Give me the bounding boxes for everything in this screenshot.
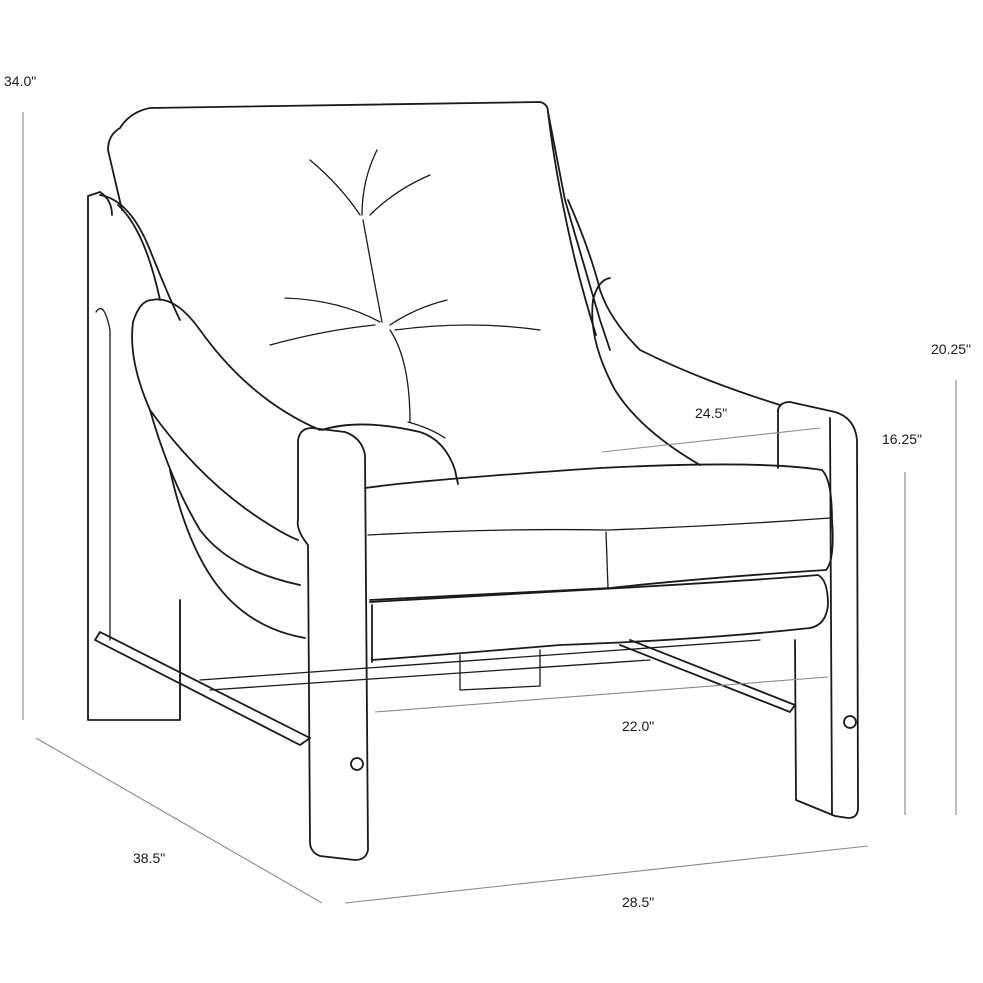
left-rear-leg [87,191,181,721]
left-rear-leg-notch [95,307,111,641]
under-seat-rail-2 [209,659,651,691]
right-rear-post [777,401,859,819]
under-seat-bracket [459,649,541,691]
overall-depth-line [35,737,323,904]
left-sling [99,194,181,321]
right-arm-pad [567,199,781,406]
back-cushion-left-edge [547,111,597,336]
left-arm-pad-lower [149,409,301,586]
seat-depth-line [374,676,829,713]
front-stretcher [94,631,311,746]
under-seat-rail [199,639,761,681]
seat-cushion-seam [605,531,609,589]
dimension-labels: 34.0" 20.25" 16.25" 24.5" 22.0" 38.5" 28… [4,73,971,910]
seat-width-line [601,427,821,453]
overall-width-line [344,845,869,904]
overall-height-label: 34.0" [4,73,36,89]
left-sling-inner [117,204,161,301]
left-arm-pad [131,298,321,541]
dimension-lines [22,112,957,904]
back-tufting [269,149,541,439]
left-front-bolt [350,757,364,771]
right-rear-bolt [843,715,857,729]
right-front-post-face [829,417,833,816]
rear-stretcher [619,639,796,713]
left-sling-bottom [169,469,306,639]
overall-depth-label: 38.5" [133,850,165,866]
left-arm-top [321,423,459,485]
left-front-arm-post [296,427,369,861]
seat-depth-label: 22.0" [622,718,654,734]
left-rear-leg-inner [99,191,113,216]
seat-height-label: 16.25" [882,431,922,447]
seat-cushion-welt [367,517,831,536]
seat-platform [369,574,829,661]
overall-width-label: 28.5" [622,894,654,910]
arm-height-label: 20.25" [931,341,971,357]
seat-width-label: 24.5" [695,405,727,421]
chair-line-drawing [87,101,859,861]
right-arm-pad-outer [591,277,701,466]
